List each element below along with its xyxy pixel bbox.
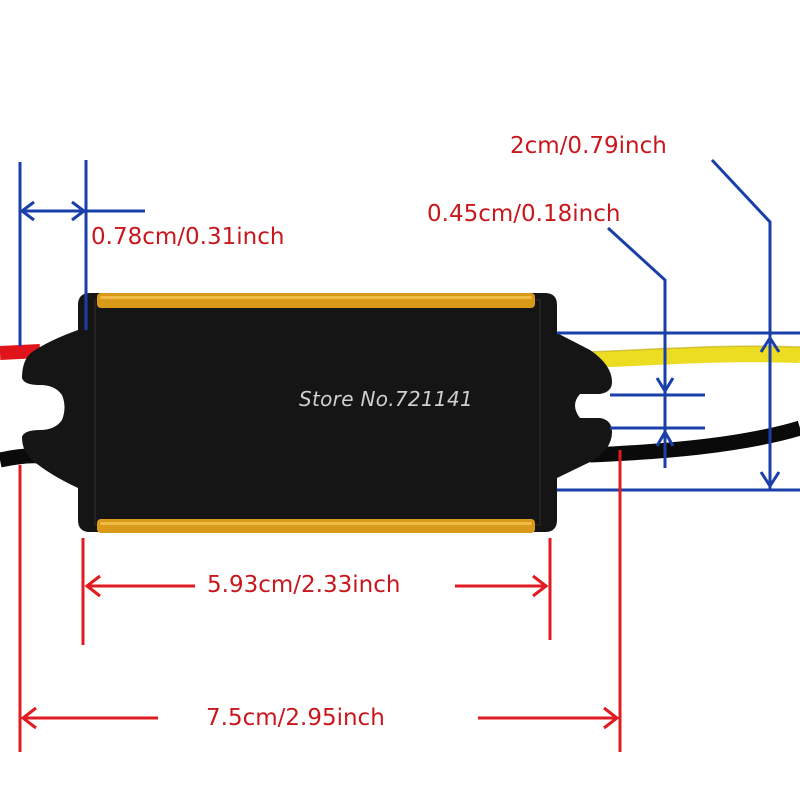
blue-dimension-lines	[18, 158, 800, 492]
outlet-arrow-head-bottom	[759, 471, 781, 489]
wire-strip-length-label: 0.78cm/0.31inch	[91, 224, 285, 250]
module-body	[22, 293, 612, 532]
wire-gap-label: 0.45cm/0.18inch	[427, 201, 621, 227]
black-output-wire	[589, 420, 800, 463]
strip-arrow-head-left	[19, 200, 35, 222]
total-length-label: 7.5cm/2.95inch	[206, 705, 385, 731]
total-arrow-head-right	[603, 706, 620, 730]
bottom-gold-rail	[97, 519, 535, 533]
gap-arrow-head-bottom	[655, 428, 675, 447]
outlet-height-label: 2cm/0.79inch	[510, 133, 667, 159]
top-gold-rail-shine	[100, 296, 532, 299]
yellow-output-wire	[584, 346, 800, 368]
gap-leader	[606, 226, 667, 468]
red-dimension-lines	[18, 450, 622, 752]
body-length-label: 5.93cm/2.33inch	[207, 572, 401, 598]
outlet-leader	[710, 158, 772, 490]
store-watermark: Store No.721141	[299, 387, 474, 411]
strip-arrow-head-right	[71, 200, 87, 222]
bottom-gold-rail-shine	[100, 522, 532, 525]
gap-arrow-head-top	[655, 377, 675, 394]
body-arrow-head-left	[84, 574, 101, 598]
total-arrow-head-left	[20, 706, 37, 730]
outlet-arrow-head-top	[759, 335, 781, 353]
top-gold-rail	[97, 293, 535, 308]
body-arrow-head-right	[532, 574, 549, 598]
